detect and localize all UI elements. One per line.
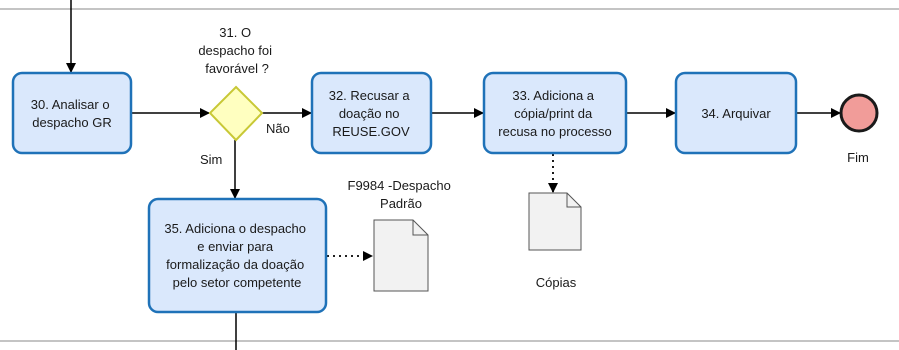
end-event-fim[interactable] — [839, 93, 879, 133]
task-33-line-3: recusa no processo — [498, 124, 611, 139]
gateway-line-1: 31. O — [219, 25, 251, 40]
gateway-line-3: favorável ? — [205, 61, 269, 76]
gateway-31-despacho-favoravel[interactable] — [208, 85, 264, 142]
svg-text:30. Analisar o despacho: 30. Analisar o despacho GR — [31, 97, 113, 130]
document-copias-label: Cópias — [536, 275, 577, 290]
task-30-line-1: 30. Analisar o — [31, 97, 110, 112]
task-35-line-4: pelo setor competente — [173, 275, 302, 290]
svg-text:34. Arquivar: 34. Arquivar — [701, 106, 771, 121]
task-33-line-1: 33. Adiciona a — [512, 88, 594, 103]
flow-label-nao: Não — [266, 121, 290, 136]
document-despacho-line-1: F9984 -Despacho — [348, 178, 451, 193]
task-32-line-1: 32. Recusar a — [329, 88, 411, 103]
task-35-adiciona-despacho[interactable]: 35. Adiciona o despacho e enviar para fo… — [147, 197, 328, 314]
task-33-line-2: cópia/print da — [514, 106, 593, 121]
task-32-line-2: doação no — [339, 106, 400, 121]
document-despacho-icon[interactable] — [373, 219, 429, 292]
task-34-arquivar[interactable]: 34. Arquivar — [674, 71, 798, 155]
task-34-line-1: 34. Arquivar — [701, 106, 771, 121]
task-35-line-3: formalização da doação — [166, 257, 304, 272]
gateway-line-2: despacho foi — [198, 43, 272, 58]
svg-text:33. Adiciona a cópia/pri: 33. Adiciona a cópia/print da recusa no … — [498, 88, 611, 139]
document-despacho-line-2: Padrão — [380, 196, 422, 211]
end-event-label: Fim — [847, 150, 869, 165]
task-30-analisar-despacho[interactable]: 30. Analisar o despacho GR — [11, 71, 133, 155]
document-copias-icon[interactable] — [528, 192, 582, 251]
flow-label-sim: Sim — [200, 152, 222, 167]
gateway-31-label: 31. O despacho foi favorável ? — [198, 25, 275, 76]
task-32-line-3: REUSE.GOV — [332, 124, 410, 139]
task-35-line-2: e enviar para — [197, 239, 274, 254]
task-32-recusar-doacao[interactable]: 32. Recusar a doação no REUSE.GOV — [310, 71, 433, 155]
document-despacho-label: F9984 -Despacho Padrão — [348, 178, 455, 211]
task-30-line-2: despacho GR — [32, 115, 112, 130]
svg-text:32. Recusar a doação no: 32. Recusar a doação no REUSE.GOV — [329, 88, 414, 139]
svg-text:35. Adiciona o despacho: 35. Adiciona o despacho e enviar para fo… — [164, 221, 309, 290]
task-35-line-1: 35. Adiciona o despacho — [164, 221, 306, 236]
task-33-adiciona-copia[interactable]: 33. Adiciona a cópia/print da recusa no … — [482, 71, 628, 155]
